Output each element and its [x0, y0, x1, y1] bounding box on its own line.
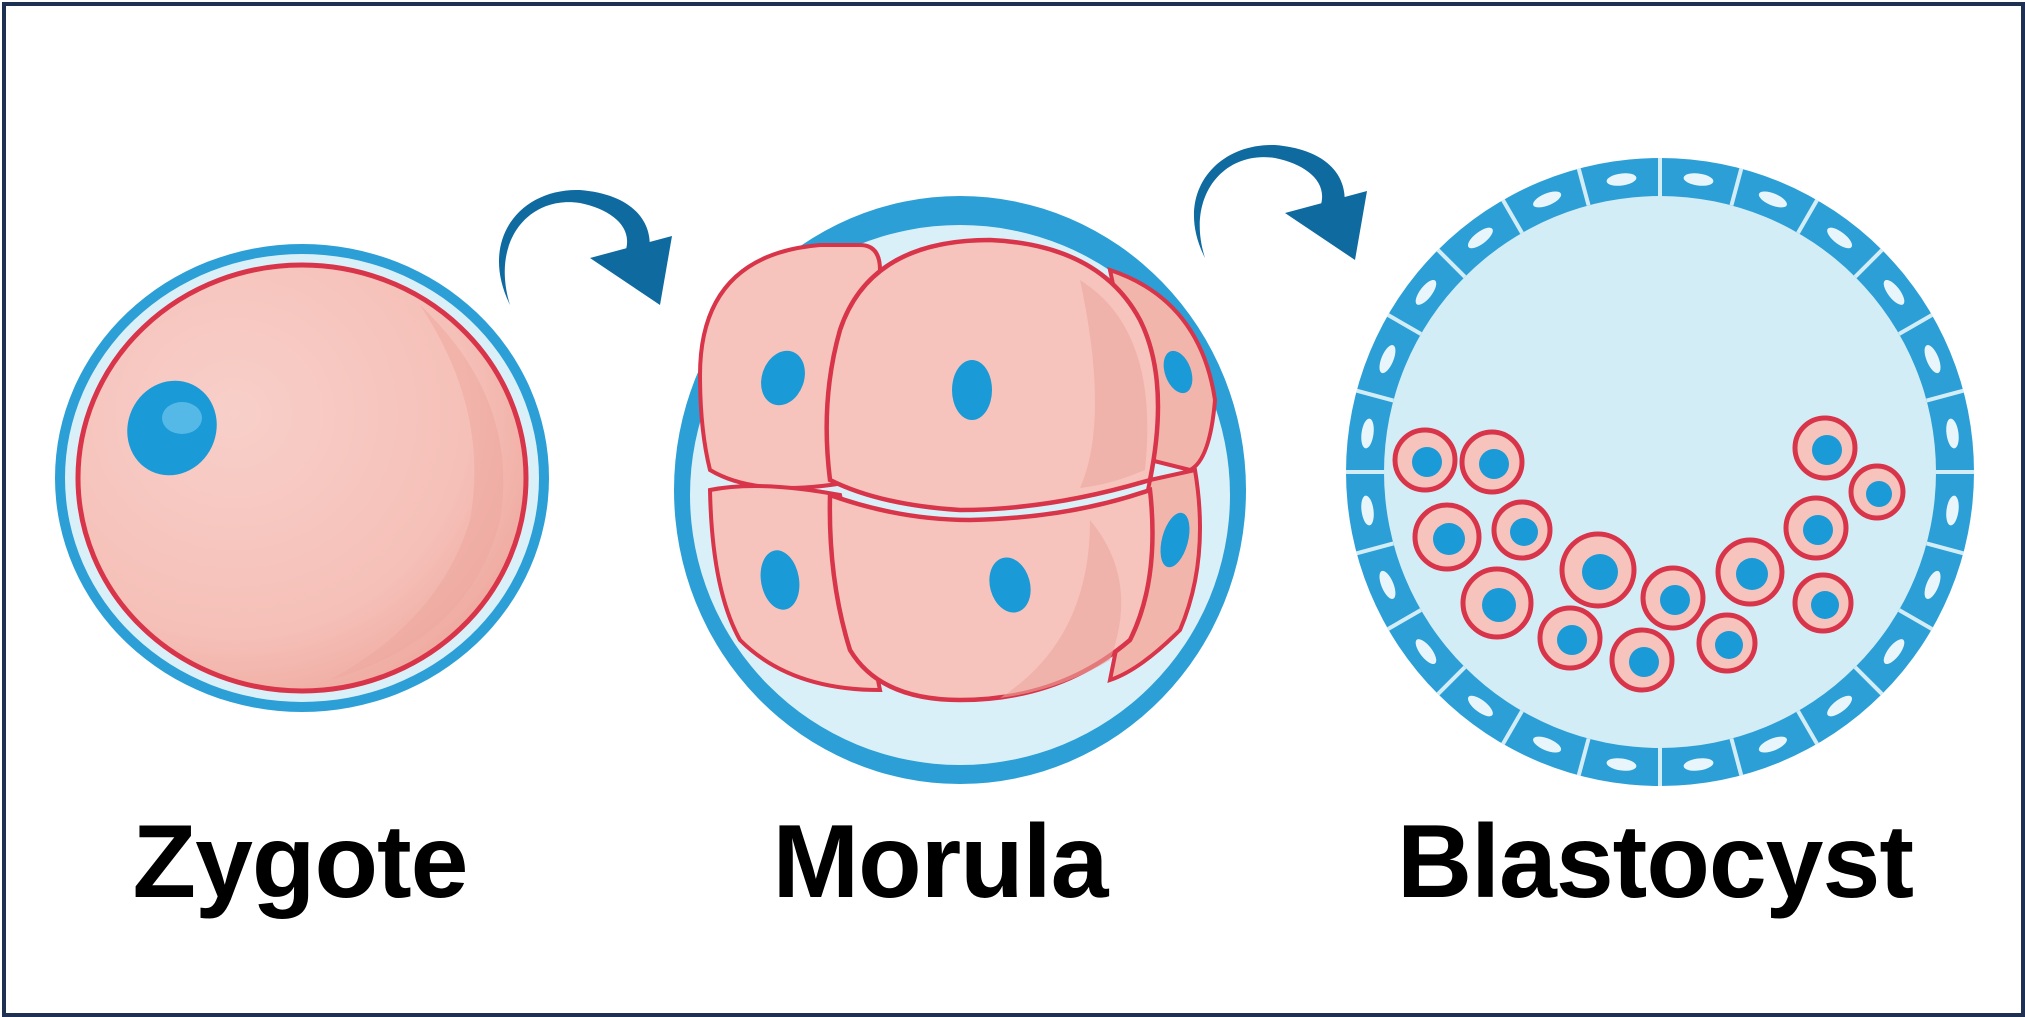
stage-label-zygote: Zygote: [132, 804, 469, 920]
trophoblast-cell-border: [1356, 541, 1394, 556]
trophoblast-cell-border: [1898, 608, 1933, 631]
icm-cell: [1491, 499, 1553, 561]
trophoblast-cell-border: [1926, 388, 1964, 403]
icm-cell: [1460, 566, 1534, 640]
trophoblast-nucleus: [1683, 173, 1714, 186]
trophoblast-nucleus: [1883, 639, 1905, 665]
trophoblast-cell-border: [1356, 388, 1394, 403]
trophoblast-nucleus: [1827, 227, 1853, 249]
trophoblast-nucleus: [1467, 695, 1493, 717]
trophoblast-nucleus: [1415, 639, 1437, 665]
icm-cell: [1792, 572, 1854, 634]
blastocyst-illustration: [1346, 158, 1974, 786]
nucleus: [1866, 481, 1892, 507]
nucleus: [1160, 512, 1190, 568]
icm-cell: [1640, 565, 1706, 631]
trophoblast-cell-border: [1796, 710, 1819, 745]
trophoblast-nucleus: [1533, 736, 1562, 753]
icm-cell: [1392, 427, 1458, 493]
stage-label-blastocyst: Blastocyst: [1397, 804, 1914, 920]
trophoblast-nucleus: [1946, 495, 1959, 526]
trophoblast-nucleus: [1415, 279, 1437, 305]
nucleus: [1479, 449, 1509, 479]
trophoblast-cell-border: [1729, 738, 1744, 776]
trophoblast-cell-border: [1729, 168, 1744, 206]
trophoblast-nucleus: [1683, 758, 1714, 771]
nucleus: [1412, 447, 1442, 477]
trophoblast-cell-border: [1576, 168, 1591, 206]
inner-cell-mass: [1392, 415, 1906, 693]
trophoblast-nucleus: [1379, 570, 1396, 599]
icm-cell: [1609, 627, 1675, 693]
nucleus: [1736, 558, 1768, 590]
trophoblast-nucleus: [1758, 736, 1787, 753]
trophoblast-cell-border: [1501, 710, 1524, 745]
trophoblast-nucleus: [1883, 279, 1905, 305]
nucleus: [1433, 523, 1465, 555]
nucleus: [1582, 554, 1618, 590]
trophoblast-cell-border: [1853, 665, 1884, 696]
trophoblast-nucleus: [1827, 695, 1853, 717]
icm-cell: [1537, 605, 1603, 671]
trophoblast-nucleus: [1467, 227, 1493, 249]
icm-cell: [1696, 612, 1758, 674]
trophoblast-nucleus: [1946, 418, 1959, 449]
stage-label-morula: Morula: [772, 804, 1109, 920]
trophoblast-nucleus: [1924, 345, 1941, 374]
icm-cell: [1783, 495, 1849, 561]
nucleus: [1482, 588, 1516, 622]
nucleus: [761, 350, 805, 406]
trophoblast-layer: [1346, 158, 1974, 786]
trophoblast-cell-border: [1898, 313, 1933, 336]
curved-arrow-icon: [1193, 144, 1367, 260]
trophoblast-cell-border: [1926, 541, 1964, 556]
icm-cell: [1715, 537, 1785, 607]
trophoblast-cell-border: [1576, 738, 1591, 776]
curved-arrow-icon: [498, 189, 672, 305]
icm-cell: [1848, 463, 1906, 521]
nucleus: [989, 557, 1031, 613]
nucleus: [127, 380, 217, 476]
nucleus: [1811, 591, 1839, 619]
nucleus: [760, 550, 800, 610]
trophoblast-cell-border: [1387, 313, 1422, 336]
trophoblast-nucleus: [1606, 173, 1637, 186]
trophoblast-cell-border: [1387, 608, 1422, 631]
trophoblast-cell-border: [1853, 248, 1884, 279]
zygote-illustration: [55, 244, 549, 712]
trophoblast-nucleus: [1361, 495, 1374, 526]
icm-cell: [1412, 502, 1482, 572]
nucleus: [1629, 647, 1659, 677]
trophoblast-nucleus: [1606, 758, 1637, 771]
trophoblast-nucleus: [1361, 418, 1374, 449]
trophoblast-cell-border: [1436, 665, 1467, 696]
nucleus: [1510, 518, 1538, 546]
nucleus: [1557, 625, 1587, 655]
morula-illustration: [674, 196, 1246, 784]
icm-cell: [1459, 429, 1525, 495]
nucleus: [1660, 585, 1690, 615]
trophoblast-nucleus: [1924, 570, 1941, 599]
nucleus: [1812, 435, 1842, 465]
nucleus: [952, 360, 992, 420]
trophoblast-cell-border: [1796, 199, 1819, 234]
trophoblast-nucleus: [1533, 191, 1562, 208]
nucleus: [1803, 515, 1833, 545]
icm-cell: [1792, 415, 1858, 481]
nucleus: [1715, 631, 1743, 659]
trophoblast-nucleus: [1758, 191, 1787, 208]
trophoblast-cell-border: [1436, 248, 1467, 279]
nucleus: [1163, 350, 1193, 394]
trophoblast-nucleus: [1379, 345, 1396, 374]
trophoblast-cell-border: [1501, 199, 1524, 234]
icm-cell: [1559, 531, 1637, 609]
